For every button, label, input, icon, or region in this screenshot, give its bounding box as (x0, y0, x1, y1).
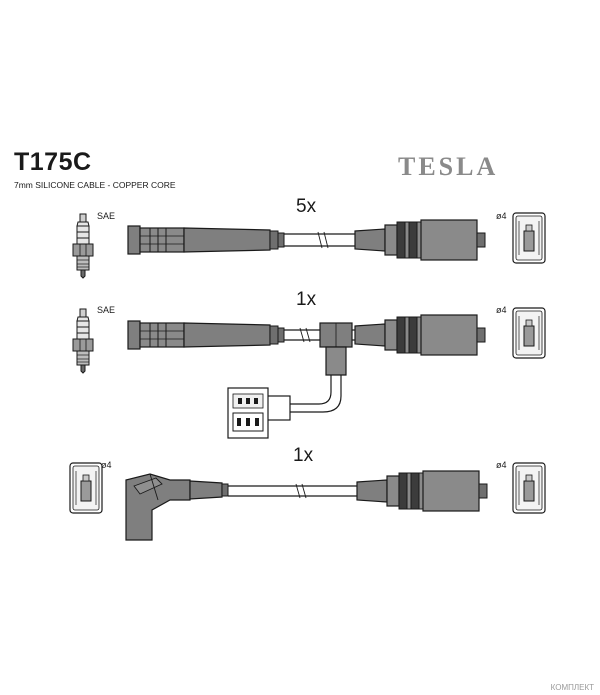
row-3-quantity: 1x (293, 445, 314, 466)
row-2-coil-boot (354, 314, 486, 356)
row-3-coil-boot (356, 470, 488, 512)
row-1-plug-boot (127, 225, 285, 255)
row-3-left-socket-icon (69, 462, 103, 514)
row-3-right-label: ø4 (496, 460, 507, 470)
row-1-coil-socket-icon (512, 212, 546, 264)
row-1-spark-plug-icon (72, 213, 94, 279)
row-2-right-label: ø4 (496, 305, 507, 315)
row-3-left-label: ø4 (101, 460, 112, 470)
row-1-coil-boot (354, 219, 486, 261)
row-3-right-socket-icon (512, 462, 546, 514)
row-2-cable-assembly (72, 307, 546, 439)
brand-logo: TESLA (398, 152, 499, 181)
row-1-cable-assembly (72, 212, 546, 279)
row-2-left-label: SAE (97, 305, 116, 315)
row-2-coil-socket-icon (512, 307, 546, 359)
row-3-cable-assembly (69, 462, 546, 541)
row-1-right-label: ø4 (496, 211, 507, 221)
cable-spec-subtitle: 7mm SILICONE CABLE - COPPER CORE (14, 180, 176, 190)
row-1-left-label: SAE (97, 211, 116, 221)
row-1-quantity: 5x (296, 196, 317, 217)
part-code: T175C (14, 148, 92, 176)
row-2-sensor-connector-icon (227, 387, 291, 439)
row-2-plug-boot (127, 320, 285, 350)
row-2-quantity: 1x (296, 289, 317, 310)
row-2-spark-plug-icon (72, 308, 94, 374)
row-3-angled-boot (125, 473, 229, 541)
watermark: КОМПЛЕКТ (550, 683, 594, 692)
